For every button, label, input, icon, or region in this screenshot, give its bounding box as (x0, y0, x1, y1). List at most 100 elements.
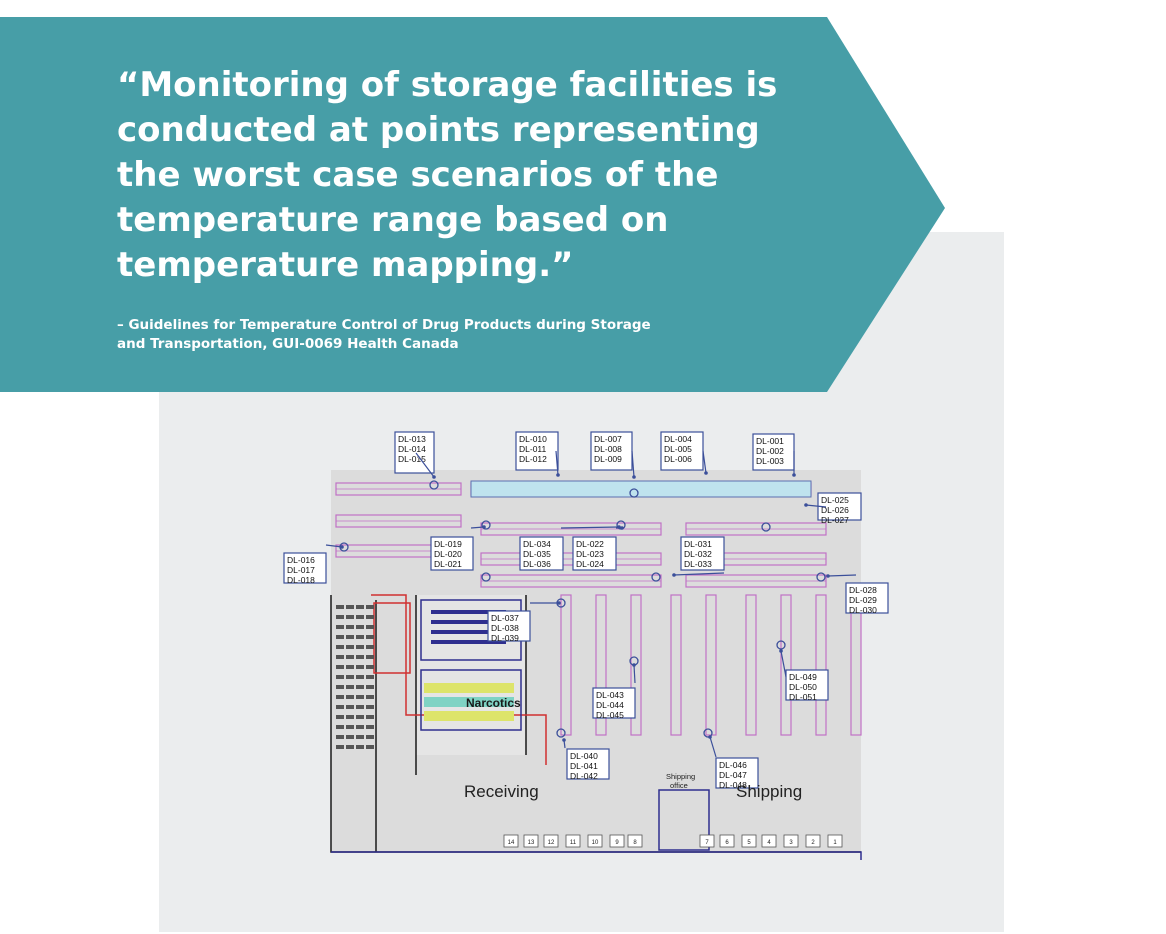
shipping-office-label-2: office (670, 781, 688, 790)
shelf-bar (366, 735, 374, 739)
dock-door-number: 3 (789, 840, 793, 846)
logger-id: DL-045 (596, 710, 624, 720)
rack-column (670, 594, 682, 736)
shelf-bar (356, 605, 364, 609)
narcotics-label: Narcotics (466, 696, 521, 710)
shelf-bar (336, 695, 344, 699)
logger-arrowhead (632, 663, 636, 667)
attribution-line: – Guidelines for Temperature Control of … (117, 317, 651, 333)
logger-arrowhead (704, 471, 708, 475)
shelf-bar (366, 675, 374, 679)
shelf-bar (366, 635, 374, 639)
logger-arrow (805, 504, 827, 508)
logger-arrowhead (804, 503, 808, 507)
shelf-bar (346, 615, 354, 619)
logger-label-box (715, 757, 759, 789)
logger-arrow (827, 574, 857, 577)
shelf-bar (366, 655, 374, 659)
shelf-bar (356, 625, 364, 629)
shelf-bar (336, 615, 344, 619)
logger-arrow (325, 544, 343, 548)
logger-arrowhead (562, 738, 566, 742)
dock-door-number: 2 (811, 840, 815, 846)
logger-label-box (660, 431, 704, 471)
shelf-bar (356, 645, 364, 649)
logger-marker (429, 480, 439, 490)
shelf-bar (336, 675, 344, 679)
rack-column (560, 594, 572, 736)
quote-line: temperature mapping.” (117, 245, 574, 285)
shelf-bar (356, 655, 364, 659)
shelf-bar (346, 695, 354, 699)
shelf-bar (336, 635, 344, 639)
logger-id: DL-028 (849, 585, 877, 595)
dock-door-number: 11 (570, 840, 577, 846)
building-walls (330, 594, 862, 860)
logger-id: DL-033 (684, 559, 712, 569)
logger-id: DL-019 (434, 539, 462, 549)
logger-id: DL-042 (570, 771, 598, 781)
shelf-bar (366, 645, 374, 649)
shipping-office-label: Shipping (666, 772, 695, 781)
warehouse-floor-plan: DL-013DL-014DL-015DL-010DL-011DL-012DL-0… (283, 431, 889, 860)
logger-id: DL-031 (684, 539, 712, 549)
logger-arrowhead (432, 475, 436, 479)
quote-line: conducted at points representing (117, 110, 760, 150)
logger-arrowhead (708, 735, 712, 739)
shelf-bar (346, 655, 354, 659)
dock-door: 1 (827, 834, 843, 848)
logger-arrow (415, 452, 435, 478)
shelf-bar (356, 675, 364, 679)
logger-id: DL-021 (434, 559, 462, 569)
shelf-bar (346, 725, 354, 729)
logger-arrow (555, 450, 559, 476)
dock-door: 6 (719, 834, 735, 848)
shelf-bar (366, 625, 374, 629)
receiving-label: Receiving (464, 782, 539, 801)
shelf-bar (366, 685, 374, 689)
logger-id: DL-007 (594, 434, 622, 444)
shelf-bar (356, 615, 364, 619)
shelf-bar (366, 615, 374, 619)
rack-column (630, 594, 642, 736)
dock-door-box (523, 834, 539, 848)
logger-id: DL-029 (849, 595, 877, 605)
shelf-bar (366, 665, 374, 669)
shelf-bar (336, 665, 344, 669)
shelf-bar (346, 715, 354, 719)
dock-door-number: 1 (833, 840, 837, 846)
logger-label-box (430, 536, 474, 571)
shelf-bar (336, 655, 344, 659)
logger-id: DL-020 (434, 549, 462, 559)
logger-arrow (673, 572, 725, 576)
logger-id: DL-011 (519, 444, 547, 454)
shelf-bar (346, 665, 354, 669)
shelf-bar (336, 605, 344, 609)
logger-id: DL-010 (519, 434, 547, 444)
shelf-bar (366, 725, 374, 729)
shelf-bar (356, 665, 364, 669)
dock-door-number: 7 (705, 840, 709, 846)
logger-label-box (572, 536, 617, 571)
dock-door-number: 5 (747, 840, 751, 846)
logger-id: DL-015 (398, 454, 426, 464)
quote-line: the worst case scenarios of the (117, 155, 719, 195)
logger-id: DL-004 (664, 434, 692, 444)
logger-arrow (633, 664, 636, 684)
dock-door-box (627, 834, 643, 848)
logger-id: DL-036 (523, 559, 551, 569)
logger-id: DL-006 (664, 454, 692, 464)
dock-door-number: 14 (508, 840, 515, 846)
shelf-bar (346, 745, 354, 749)
shelf-bar (336, 735, 344, 739)
logger-labels: DL-013DL-014DL-015DL-010DL-011DL-012DL-0… (283, 431, 889, 790)
logger-id: DL-046 (719, 760, 747, 770)
logger-id: DL-018 (287, 575, 315, 585)
